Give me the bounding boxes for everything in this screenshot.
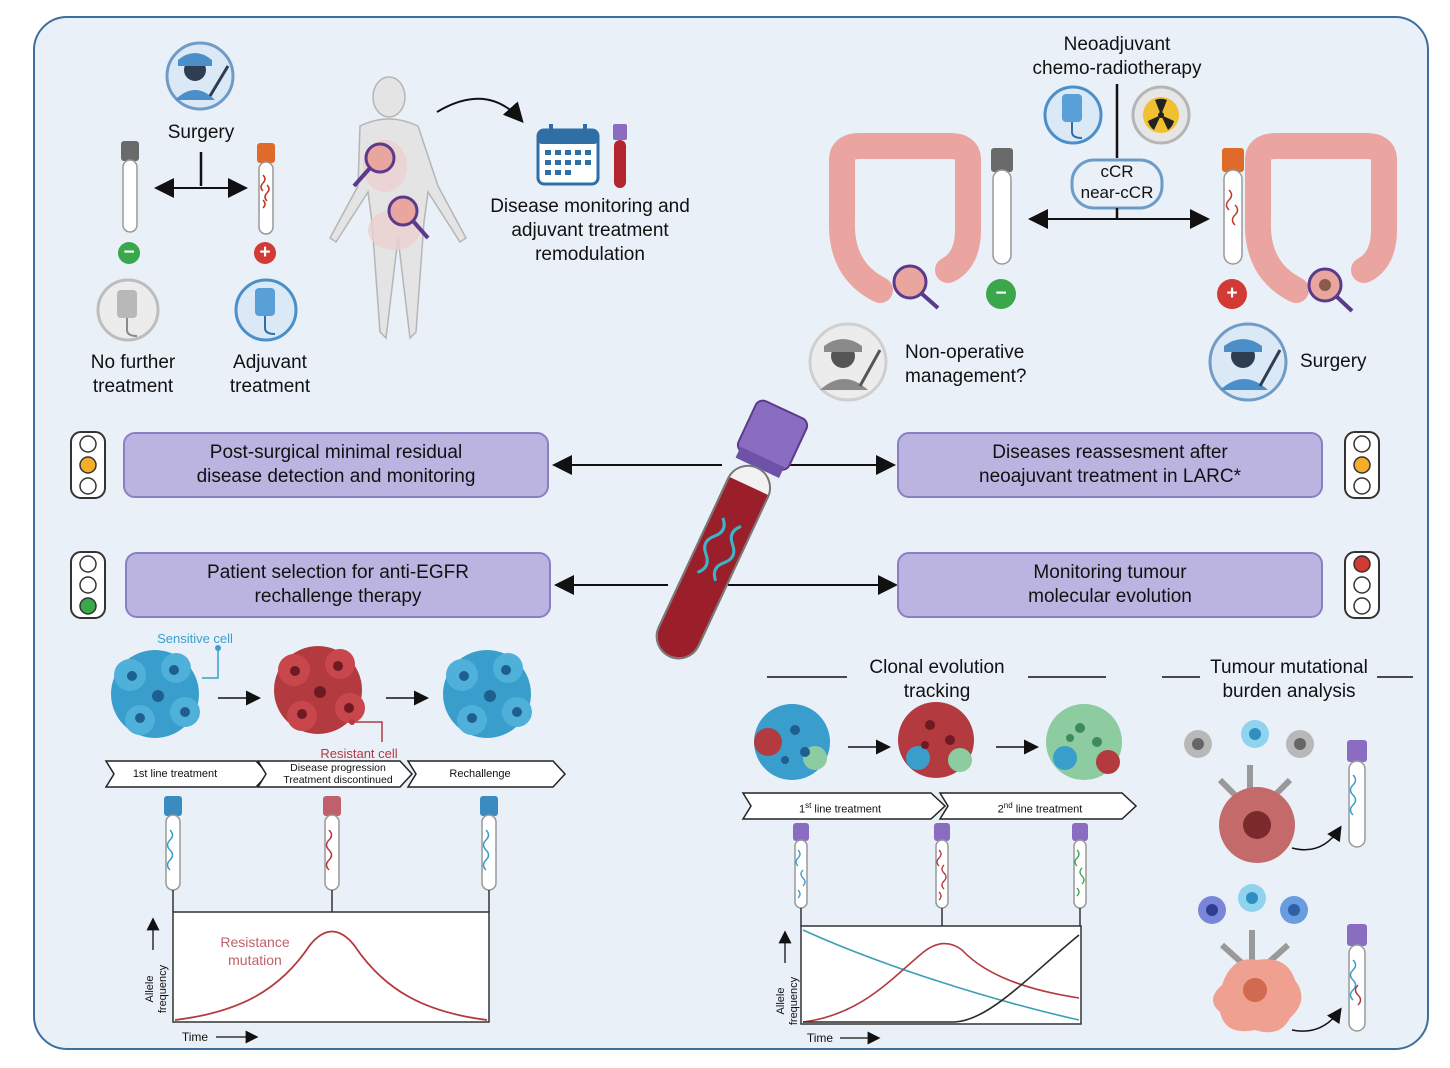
colon-icon	[1244, 133, 1397, 313]
sensitive-cell-cluster-icon	[443, 650, 532, 738]
clonal-plot-frame	[800, 925, 1082, 1025]
iv-bag-gray-icon	[96, 278, 160, 342]
mixed-cell-cluster-icon	[754, 704, 830, 780]
blood-tube-icon	[1347, 924, 1367, 1032]
clonal-timeline-chevrons	[741, 792, 1138, 820]
monitoring-label: Disease monitoring and adjuvant treatmen…	[490, 196, 690, 265]
surgeon-icon	[1208, 322, 1288, 402]
positive-sign: +	[1226, 283, 1238, 304]
mixed-cell-cluster-icon	[1046, 704, 1122, 780]
clonal-title: Clonal evolution tracking	[869, 657, 1005, 702]
y-axis-label: Allele frequency	[775, 976, 800, 1026]
traffic-light-reassess	[1344, 431, 1380, 499]
magnifier-icon	[352, 142, 396, 188]
arrow	[1291, 1007, 1342, 1032]
sensitive-cell-label: Sensitive cell	[157, 631, 233, 646]
sensitive-leader-dot	[215, 645, 221, 651]
timeline-chevrons	[104, 760, 567, 788]
step-progression: Disease progression Treatment discontinu…	[283, 762, 393, 786]
clonal-step-first-line: 1st line treatment	[798, 801, 882, 816]
immune-cells-blue-icon	[1198, 884, 1308, 924]
clone-3-curve	[803, 934, 1080, 1023]
resistance-mutation-label: Resistance mutation	[220, 934, 290, 968]
iv-bag-blue-icon	[234, 278, 298, 342]
traffic-light-molecular	[1344, 551, 1380, 619]
x-axis-label: Time	[181, 1030, 209, 1044]
sensitive-leader	[202, 648, 219, 679]
resistant-leader-dot	[349, 719, 355, 725]
traffic-light-mrd	[70, 431, 106, 499]
tube-connectors	[172, 890, 490, 912]
step-first-line: 1st line treatment	[132, 768, 218, 780]
y-axis-label: Allele frequency	[144, 964, 169, 1014]
resistant-cell-label: Resistant cell	[320, 746, 398, 761]
resistance-plot-frame	[172, 911, 490, 1023]
response-label: cCR near-cCR	[1080, 162, 1154, 202]
central-blood-tube-icon	[655, 399, 809, 660]
surgeon-gray-icon	[808, 322, 888, 402]
x-axis-label: Time	[806, 1031, 834, 1045]
colon-icon	[828, 133, 981, 310]
radiation-icon	[1131, 85, 1191, 145]
arrow	[1291, 825, 1342, 851]
mixed-cell-cluster-icon	[898, 702, 974, 778]
tmb-title: Tumour mutational burden analysis	[1210, 657, 1368, 702]
adjuvant-treatment-label: Adjuvant treatment	[229, 352, 311, 397]
non-operative-label: Non-operative management?	[905, 342, 1027, 387]
tumour-cell-icon	[1212, 959, 1302, 1033]
immune-cells-gray-icon	[1184, 720, 1314, 758]
tumour-cell-icon	[1219, 787, 1295, 863]
blood-tube-negative	[991, 148, 1013, 265]
resistant-cell-cluster-icon	[274, 646, 365, 734]
positive-sign: +	[259, 242, 271, 263]
surgery-label: Surgery	[167, 122, 235, 143]
step-rechallenge: Rechallenge	[449, 768, 511, 780]
clone-2-curve	[802, 942, 1080, 1023]
sensitive-cell-cluster-icon	[111, 650, 200, 738]
clonal-sample-tubes	[793, 823, 1088, 909]
no-further-treatment-label: No further treatment	[90, 352, 176, 397]
blood-tube-icon	[613, 124, 627, 188]
calendar-icon	[536, 124, 600, 186]
sample-tubes	[164, 796, 498, 891]
positive-badge	[1217, 279, 1247, 309]
iv-bag-blue-icon	[1043, 85, 1103, 145]
resistance-mutation-curve	[174, 930, 488, 1021]
negative-sign: −	[123, 242, 135, 263]
magnifier-icon	[387, 195, 430, 240]
negative-sign: −	[995, 283, 1007, 304]
resistant-leader	[352, 721, 383, 742]
blood-tube-positive	[257, 143, 275, 235]
positive-badge	[254, 242, 276, 264]
negative-badge	[986, 279, 1016, 309]
clonal-step-second-line: 2nd line treatment	[997, 801, 1083, 816]
blood-tube-icon	[1347, 740, 1367, 848]
clone-1-curve	[802, 929, 1080, 1021]
traffic-light-egfr	[70, 551, 106, 619]
surgeon-icon	[165, 41, 235, 111]
blood-tube-negative	[121, 141, 139, 233]
blood-tube-positive	[1222, 148, 1244, 265]
surgery-label: Surgery	[1300, 351, 1367, 372]
negative-badge	[118, 242, 140, 264]
curved-arrow	[436, 97, 524, 123]
clonal-tube-connectors	[800, 908, 1081, 926]
antigen-receptors-icon	[1219, 930, 1291, 966]
neoadjuvant-title: Neoadjuvant chemo-radiotherapy	[1032, 34, 1202, 79]
